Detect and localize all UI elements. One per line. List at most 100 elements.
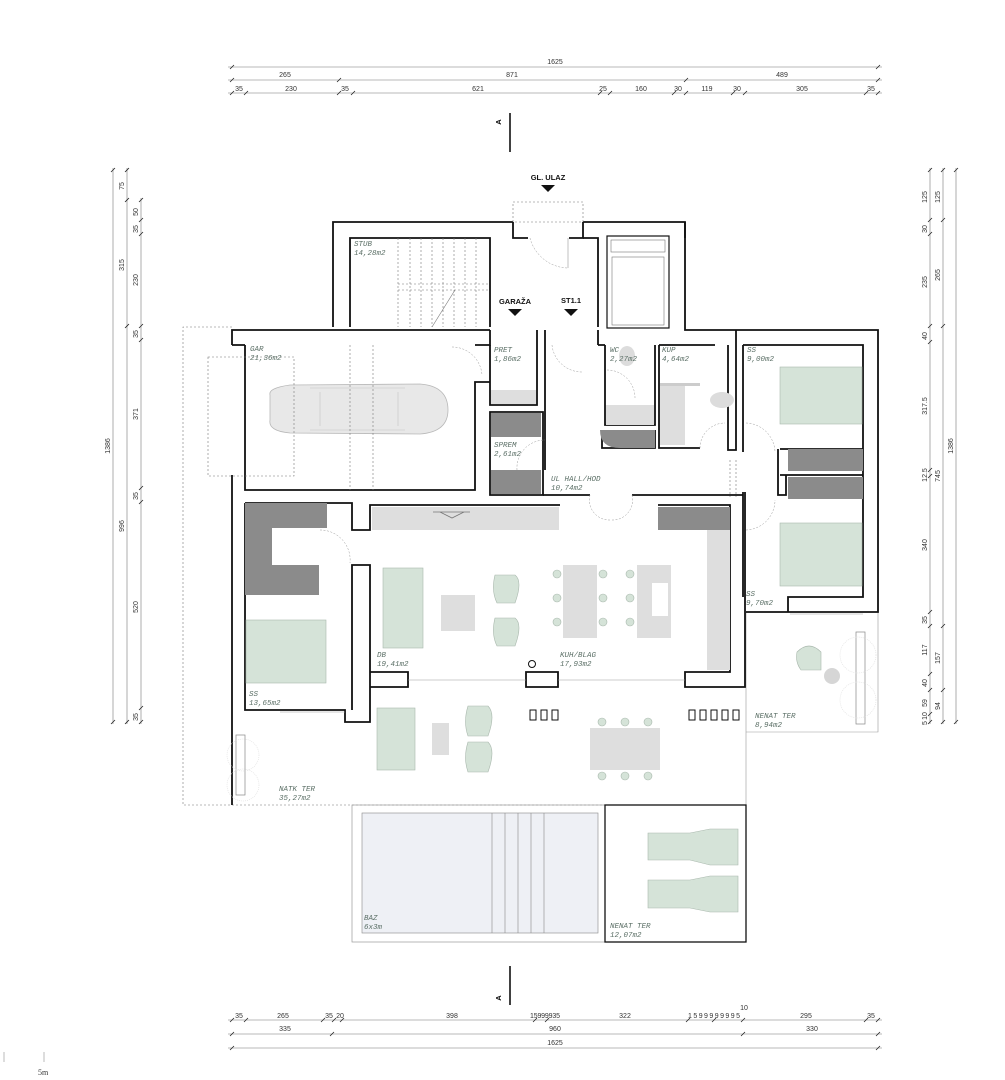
arrow-down-icon	[564, 309, 578, 316]
room-name: SPREM	[494, 442, 517, 450]
room-area: 10,74m2	[551, 485, 583, 493]
dim: 5	[922, 721, 929, 725]
dim: 745	[935, 470, 942, 482]
car-icon	[207, 345, 449, 490]
dim: 25	[599, 86, 607, 93]
dim: 230	[285, 86, 297, 93]
dim: 305	[796, 86, 808, 93]
pool	[361, 812, 599, 934]
room-name: WC	[610, 347, 620, 355]
room-area: 4,64m2	[662, 356, 690, 364]
dim: 117	[922, 644, 929, 655]
dim: 265	[277, 1013, 289, 1020]
dim: 335	[279, 1026, 291, 1033]
dim: 996	[119, 520, 126, 532]
room-area: 21,36m2	[250, 355, 282, 363]
dim: 35	[325, 1013, 333, 1020]
dim: 40	[922, 679, 929, 687]
dim: 35	[133, 330, 140, 338]
room-name: DB	[377, 652, 387, 660]
doors	[319, 201, 776, 564]
dim: 235	[922, 276, 929, 288]
top-dimensions: 1625 265 871 489 35 230 35 621 25 160 30…	[228, 59, 882, 96]
svg-text:A: A	[494, 119, 503, 125]
dim-total: 1625	[547, 59, 563, 66]
dim: 20	[336, 1013, 344, 1020]
room-name: PRET	[494, 347, 513, 355]
room-name: STUB	[354, 241, 373, 249]
section-marker-bottom: A	[494, 966, 511, 1005]
room-name: NENAT TER	[755, 713, 796, 721]
room-area: 6x3m	[364, 924, 383, 932]
entrance-marker: GL. ULAZ	[531, 173, 566, 192]
svg-text:A: A	[494, 995, 503, 1001]
staircase	[397, 238, 488, 328]
svg-text:ST1.1: ST1.1	[561, 296, 581, 305]
dim: 160	[635, 86, 647, 93]
section-marker-top: A	[494, 113, 511, 152]
svg-text:GL. ULAZ: GL. ULAZ	[531, 173, 566, 182]
room-area: 2,61m2	[494, 451, 522, 459]
dim: 157	[935, 652, 942, 664]
dim: 265	[935, 269, 942, 281]
stair-marker: ST1.1	[561, 296, 581, 316]
dim: 12.5	[922, 468, 929, 482]
room-area: 12,07m2	[610, 932, 642, 940]
right-dimensions: 125 30 235 40 317.5 12.5 340 35 117 40 5…	[922, 167, 959, 725]
dim: 35	[133, 713, 140, 721]
room-area: 14,28m2	[354, 250, 386, 258]
room-name: BAZ	[364, 915, 378, 923]
dim: 10	[740, 1005, 748, 1012]
dim: 35	[133, 225, 140, 233]
dim: 35	[235, 86, 243, 93]
dim: 94	[935, 702, 942, 710]
uncovered-terrace-right-outline	[746, 612, 879, 733]
svg-text:GARAŽA: GARAŽA	[499, 297, 532, 306]
room-name: KUH/BLAG	[560, 652, 597, 660]
dim: 398	[446, 1013, 458, 1020]
arrow-down-icon	[508, 309, 522, 316]
dim: 15999935	[530, 1013, 560, 1020]
dim: 621	[472, 86, 484, 93]
dim: 75	[119, 182, 126, 190]
dim: 50	[133, 208, 140, 216]
room-name: NATK TER	[279, 786, 316, 794]
dim: 35	[867, 1013, 875, 1020]
dim: 40	[922, 332, 929, 340]
dim: 330	[806, 1026, 818, 1033]
room-area: 2,27m2	[610, 356, 638, 364]
dim-total: 1386	[948, 438, 955, 454]
dim: 35	[133, 492, 140, 500]
arrow-down-icon	[541, 185, 555, 192]
dim: 230	[133, 274, 140, 286]
room-area: 35,27m2	[279, 795, 311, 803]
garage-marker: GARAŽA	[499, 297, 532, 316]
dim: 30	[733, 86, 741, 93]
room-name: NENAT TER	[610, 923, 651, 931]
left-dimensions: 1386 75 315 996 50 35 230 35 371 35 520 …	[105, 167, 144, 725]
dim: 322	[619, 1013, 631, 1020]
room-area: 19,41m2	[377, 661, 409, 669]
room-labels: STUB 14,28m2 GAR 21,36m2 PRET 1,86m2 WC …	[249, 241, 796, 940]
scale-bar: 5m	[3, 1052, 49, 1077]
room-name: UL HALL/HOD	[551, 476, 601, 484]
room-area: 17,93m2	[560, 661, 592, 669]
dim: 125	[935, 191, 942, 203]
dim: 119	[701, 86, 712, 93]
room-area: 13,65m2	[249, 700, 281, 708]
walls	[231, 221, 879, 943]
dim: 1599999995	[688, 1013, 740, 1020]
dim: 315	[119, 259, 126, 271]
dim: 59	[922, 699, 929, 707]
dim: 35	[922, 616, 929, 624]
room-name: GAR	[250, 346, 264, 354]
dim: 35	[341, 86, 349, 93]
dim: 317.5	[922, 397, 929, 415]
room-name: SS	[747, 347, 757, 355]
furniture	[207, 345, 877, 913]
dim: 295	[800, 1013, 812, 1020]
scale-label: 5m	[38, 1068, 49, 1077]
dim: 10	[922, 712, 929, 720]
dim: 265	[279, 72, 291, 79]
